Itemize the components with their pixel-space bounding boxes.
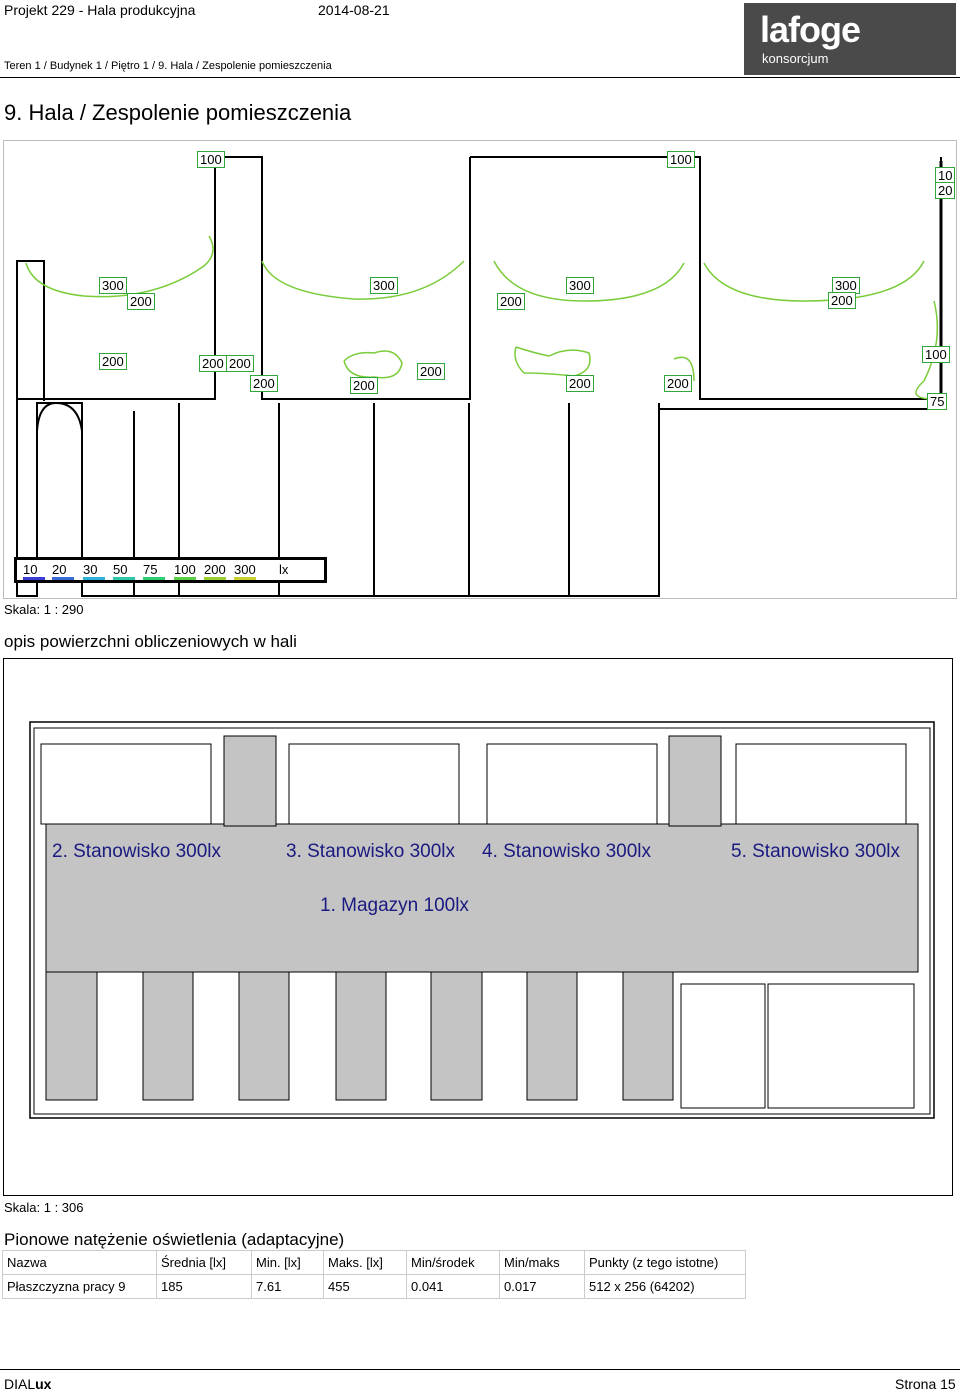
project-title: Projekt 229 - Hala produkcyjna bbox=[4, 2, 196, 18]
isoline-label: 200 bbox=[226, 355, 254, 372]
isoline-label: 300 bbox=[566, 277, 594, 294]
table-row: Płaszczyzna pracy 9 185 7.61 455 0.041 0… bbox=[2, 1274, 746, 1299]
column-header: Punkty (z tego istotne) bbox=[584, 1250, 746, 1275]
isoline-label: 200 bbox=[127, 293, 155, 310]
legend-value: 30 bbox=[83, 562, 98, 577]
legend-value: 50 bbox=[113, 562, 128, 577]
isoline-label: 300 bbox=[370, 277, 398, 294]
isoline-label: 200 bbox=[250, 375, 278, 392]
legend-swatch bbox=[83, 577, 105, 580]
isoline-label: 200 bbox=[497, 293, 525, 310]
surfaces-panel: 2. Stanowisko 300lx 3. Stanowisko 300lx … bbox=[3, 658, 953, 1196]
surface-label: 4. Stanowisko 300lx bbox=[482, 841, 651, 862]
column-header: Nazwa bbox=[2, 1250, 157, 1275]
legend-swatch bbox=[52, 577, 74, 580]
legend-swatch bbox=[23, 577, 45, 580]
table-cell: 512 x 256 (64202) bbox=[584, 1274, 746, 1299]
section-title: 9. Hala / Zespolenie pomieszczenia bbox=[4, 100, 352, 125]
legend-value: 300 bbox=[234, 562, 256, 577]
surface-label: 3. Stanowisko 300lx bbox=[286, 841, 455, 862]
isoline-label: 100 bbox=[197, 151, 225, 168]
report-date: 2014-08-21 bbox=[318, 2, 390, 18]
dialux-logo: DIALux bbox=[4, 1376, 51, 1392]
header-divider bbox=[0, 77, 960, 78]
table-cell: 0.041 bbox=[406, 1274, 500, 1299]
work-surfaces bbox=[45, 735, 919, 1101]
results-table: Nazwa Średnia [lx] Min. [lx] Maks. [lx] … bbox=[2, 1250, 746, 1299]
isoline-label: 200 bbox=[199, 355, 227, 372]
isoline-legend: 10 20 30 50 75 100 200 300 lx bbox=[14, 557, 327, 583]
isoline-label: 100 bbox=[922, 346, 950, 363]
legend-value: 200 bbox=[204, 562, 226, 577]
column-header: Min/maks bbox=[499, 1250, 585, 1275]
surfaces-scale: Skala: 1 : 306 bbox=[4, 1200, 84, 1215]
table-cell: 7.61 bbox=[251, 1274, 324, 1299]
isoline-label: 200 bbox=[828, 292, 856, 309]
surface-label: 2. Stanowisko 300lx bbox=[52, 841, 221, 862]
isoline-plan bbox=[16, 156, 943, 597]
isoline-label: 200 bbox=[566, 375, 594, 392]
surface-label: 1. Magazyn 100lx bbox=[320, 895, 469, 916]
legend-unit: lx bbox=[279, 562, 289, 577]
isolines-green bbox=[25, 235, 939, 400]
isoline-label: 200 bbox=[99, 353, 127, 370]
table-header-row: Nazwa Średnia [lx] Min. [lx] Maks. [lx] … bbox=[2, 1250, 746, 1275]
column-header: Min. [lx] bbox=[251, 1250, 324, 1275]
table-cell: Płaszczyzna pracy 9 bbox=[2, 1274, 157, 1299]
logo-sub-text: konsorcjum bbox=[762, 51, 829, 66]
table-cell: 455 bbox=[323, 1274, 407, 1299]
legend-value: 100 bbox=[174, 562, 196, 577]
legend-value: 10 bbox=[23, 562, 38, 577]
surfaces-plan bbox=[29, 721, 935, 1119]
legend-value: 20 bbox=[52, 562, 67, 577]
legend-swatch bbox=[143, 577, 165, 580]
column-header: Min/środek bbox=[406, 1250, 500, 1275]
isoline-label: 300 bbox=[99, 277, 127, 294]
isoline-label: 100 bbox=[667, 151, 695, 168]
column-header: Średnia [lx] bbox=[156, 1250, 252, 1275]
table-cell: 0.017 bbox=[499, 1274, 585, 1299]
isoline-label: 200 bbox=[417, 363, 445, 380]
breadcrumb: Teren 1 / Budynek 1 / Piętro 1 / 9. Hala… bbox=[4, 60, 332, 72]
page-number: Strona 15 bbox=[895, 1376, 956, 1392]
dialux-logo-a: DIAL bbox=[4, 1376, 36, 1392]
surface-label: 5. Stanowisko 300lx bbox=[731, 841, 900, 862]
company-logo: lafoge konsorcjum bbox=[744, 3, 956, 75]
isoline-scale: Skala: 1 : 290 bbox=[4, 602, 84, 617]
dialux-logo-b: ux bbox=[35, 1376, 52, 1392]
legend-swatch bbox=[113, 577, 135, 580]
isoline-label: 200 bbox=[350, 377, 378, 394]
isoline-label: 20 bbox=[935, 182, 956, 199]
upper-outline-b bbox=[470, 156, 942, 400]
isoline-plan-panel: 100 100 10 20 300 200 300 200 300 300 20… bbox=[3, 140, 957, 599]
legend-swatch bbox=[204, 577, 226, 580]
isoline-label: 200 bbox=[664, 375, 692, 392]
legend-swatch bbox=[234, 577, 256, 580]
legend-value: 75 bbox=[143, 562, 158, 577]
isoline-label: 75 bbox=[927, 393, 948, 410]
results-title: Pionowe natężenie oświetlenia (adaptacyj… bbox=[4, 1230, 345, 1249]
table-cell: 185 bbox=[156, 1274, 252, 1299]
legend-swatch bbox=[174, 577, 196, 580]
surfaces-title: opis powierzchni obliczeniowych w hali bbox=[4, 632, 297, 651]
column-header: Maks. [lx] bbox=[323, 1250, 407, 1275]
logo-main-text: lafoge bbox=[760, 9, 861, 50]
isoline-label: 10 bbox=[935, 167, 956, 184]
footer-divider bbox=[0, 1369, 960, 1370]
